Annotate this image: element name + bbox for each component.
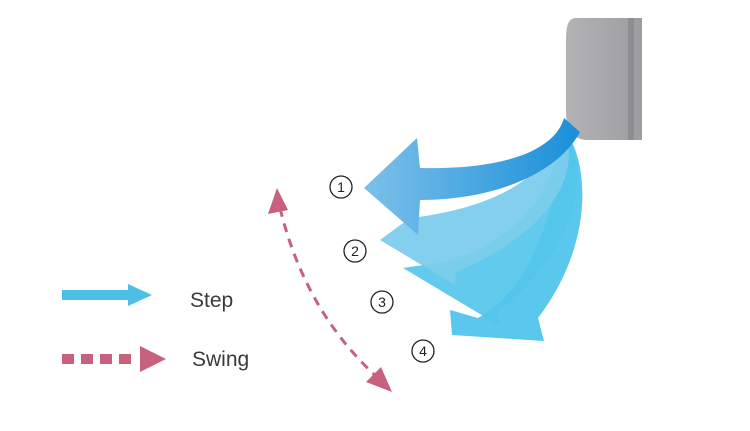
ac-unit-icon [566,18,642,140]
swing-legend-label: Swing [192,348,250,371]
position-number-1: 1 [337,179,345,195]
step-legend-label: Step [190,289,234,312]
swing-legend-arrow-icon [62,346,166,372]
airflow-position-2-arrow [380,134,569,285]
airflow-position-4-arrow [450,138,583,341]
position-marker-4: 4 [411,339,435,363]
position-number-3: 3 [378,294,386,310]
step-legend-arrow-icon [62,284,152,306]
position-number-4: 4 [419,343,427,359]
swing-range-arrow [268,188,392,392]
airflow-position-1-arrow [364,118,580,235]
position-number-2: 2 [351,243,359,259]
position-marker-1: 1 [329,175,353,199]
position-marker-3: 3 [370,290,394,314]
position-marker-2: 2 [343,239,367,263]
